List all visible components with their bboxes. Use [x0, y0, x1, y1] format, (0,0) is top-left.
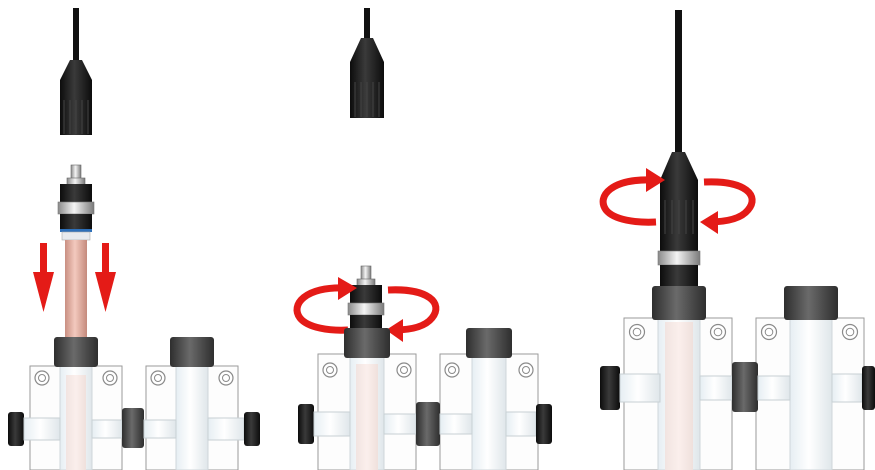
sensor-probe — [65, 240, 87, 340]
rotate-arrows-icon — [599, 168, 756, 234]
down-arrow-icon — [33, 243, 116, 312]
panel-3-rotate-connector — [599, 10, 875, 470]
sensor-housing — [298, 328, 552, 470]
cable-connector — [350, 8, 384, 118]
panel-1-insert-sensor — [8, 8, 260, 470]
cable-connector — [60, 8, 92, 135]
sensor-housing — [8, 337, 260, 470]
sensor-housing — [600, 286, 875, 470]
sensor-head — [657, 235, 701, 287]
sensor-head — [57, 164, 95, 241]
cable-connector — [660, 10, 698, 235]
panel-2-rotate-sensor — [293, 8, 552, 470]
sensor-head — [347, 265, 385, 329]
rotate-arrows-icon — [293, 277, 440, 342]
